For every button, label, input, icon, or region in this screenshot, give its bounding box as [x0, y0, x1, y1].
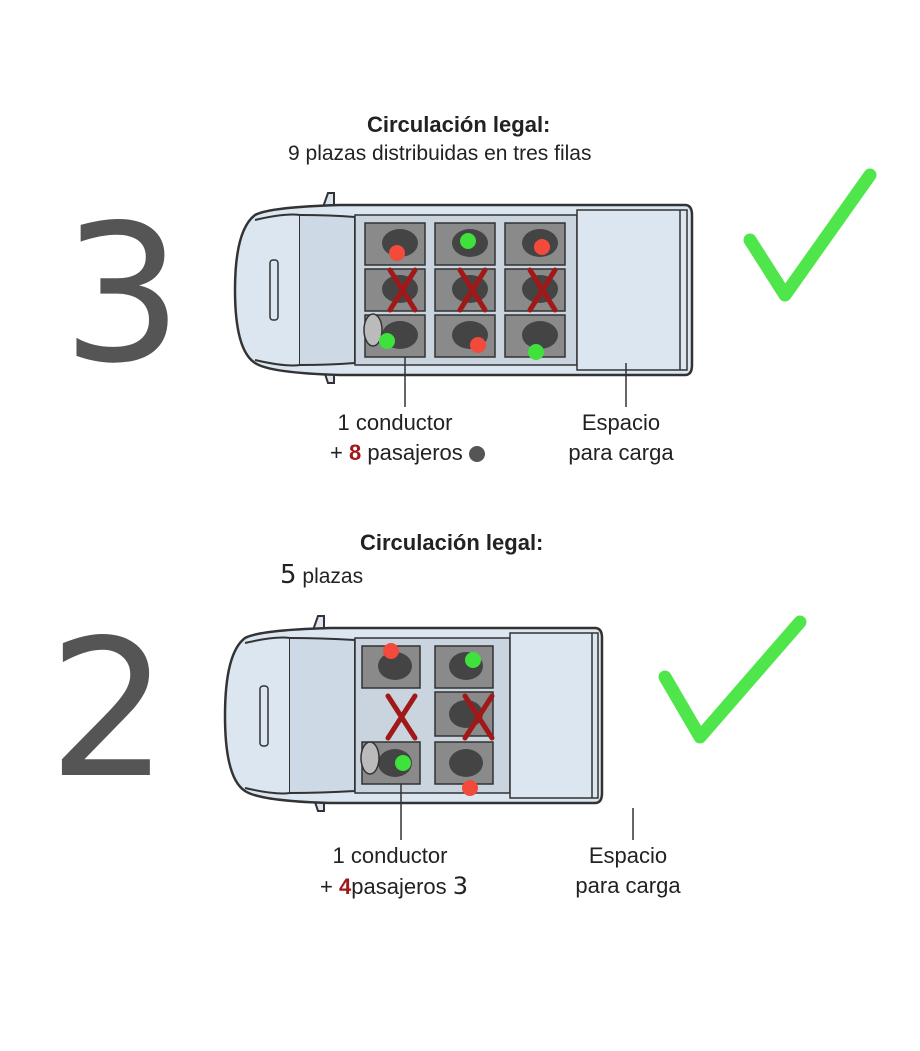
bottom-driver-label: 1 conductor + 4pasajeros 3	[320, 841, 460, 902]
plazas-word: plazas	[302, 565, 363, 588]
crossed-number: 8	[349, 440, 361, 465]
bottom-cargo-line1: Espacio	[563, 841, 693, 871]
top-driver-line2: + 8 pasajeros	[330, 438, 460, 468]
red-dot	[534, 239, 550, 255]
top-van-diagram	[230, 185, 700, 395]
top-subtitle: 9 plazas distribuidas en tres filas	[288, 142, 592, 166]
bottom-subtitle: 5 plazas	[280, 560, 363, 590]
top-driver-label: 1 conductor + 8 pasajeros	[330, 408, 460, 468]
bottom-driver-line2: + 4pasajeros 3	[320, 871, 460, 902]
bottom-title: Circulación legal:	[360, 530, 543, 556]
red-dot	[470, 337, 486, 353]
handwritten-five: 5	[280, 560, 297, 590]
top-check-mark	[740, 165, 880, 310]
green-dot	[395, 755, 411, 771]
top-handwritten-number: 3	[62, 200, 183, 390]
red-dot	[383, 643, 399, 659]
plus-sign: +	[320, 874, 333, 899]
crossed-number: 4	[339, 874, 351, 899]
passengers-word: pasajeros	[367, 440, 462, 465]
plus-sign: +	[330, 440, 343, 465]
scribble-mark	[469, 446, 485, 462]
bottom-driver-line1: 1 conductor	[320, 841, 460, 871]
bottom-cargo-line2: para carga	[563, 871, 693, 901]
handwritten-three: 3	[453, 872, 468, 900]
bottom-handwritten-number: 2	[48, 615, 169, 805]
bottom-check-mark	[655, 612, 810, 747]
bottom-cargo-label: Espacio para carga	[563, 841, 693, 901]
top-cargo-line2: para carga	[556, 438, 686, 468]
top-title: Circulación legal:	[367, 112, 550, 138]
green-dot	[465, 652, 481, 668]
passengers-word: pasajeros	[351, 874, 446, 899]
top-cargo-label: Espacio para carga	[556, 408, 686, 468]
top-driver-line1: 1 conductor	[330, 408, 460, 438]
red-dot	[462, 780, 478, 796]
green-dot	[379, 333, 395, 349]
green-dot	[460, 233, 476, 249]
red-dot	[389, 245, 405, 261]
top-cargo-line1: Espacio	[556, 408, 686, 438]
green-dot	[528, 344, 544, 360]
bottom-van-diagram	[220, 608, 610, 823]
